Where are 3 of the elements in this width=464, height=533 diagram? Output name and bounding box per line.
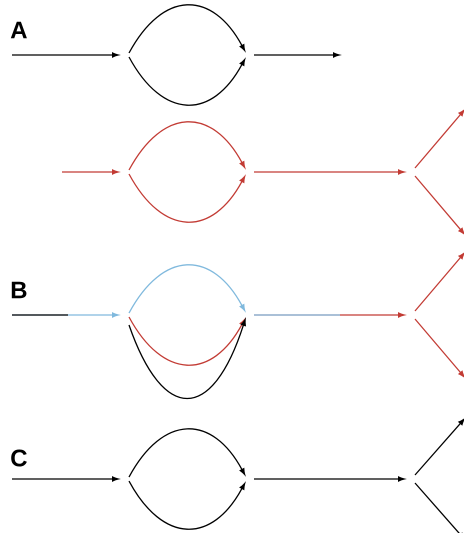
panel-letter: A — [10, 22, 27, 38]
panel-letter: B — [12, 282, 26, 298]
panel-letter: C — [11, 450, 27, 466]
